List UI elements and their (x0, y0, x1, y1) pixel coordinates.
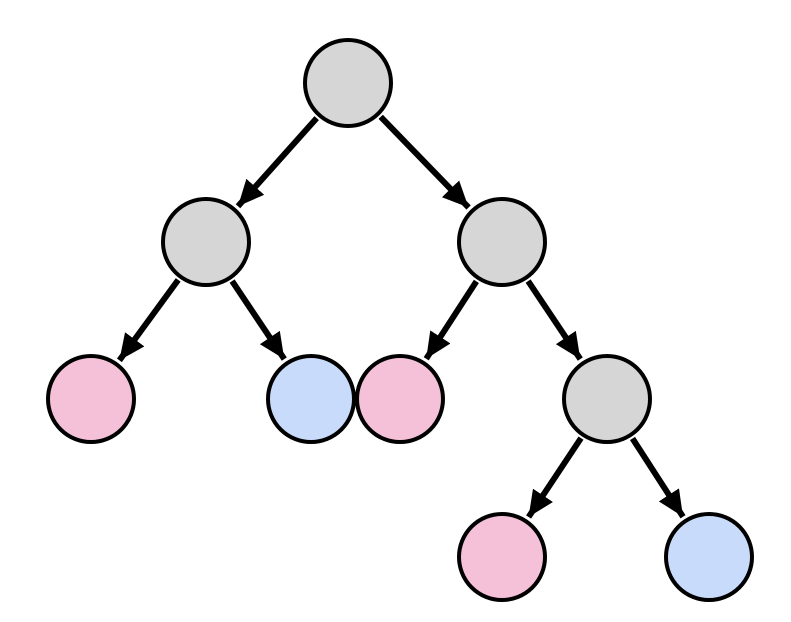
edge-arrow-n6-n7 (526, 436, 584, 519)
edge-arrow-n2-n5 (423, 279, 479, 361)
edge-arrow-n1-n3 (116, 278, 181, 363)
tree-node-internal-n6 (562, 354, 652, 444)
edge-arrow-n6-n8 (629, 436, 686, 519)
edge-arrow-n2-n6 (525, 279, 583, 361)
edge-arrow-n1-n4 (229, 279, 287, 361)
tree-node-internal-n2 (457, 197, 547, 287)
tree-node-leaf-n8 (664, 512, 754, 602)
edge-arrow-n0-n1 (235, 116, 319, 209)
nodes-layer (46, 38, 754, 602)
tree-node-leaf-n3 (46, 354, 136, 444)
tree-node-leaf-n5 (355, 354, 445, 444)
tree-node-internal-n0 (303, 38, 393, 128)
edges-layer (116, 114, 686, 519)
tree-node-leaf-n7 (457, 512, 547, 602)
edge-arrow-n0-n2 (378, 114, 471, 210)
tree-node-internal-n1 (161, 197, 251, 287)
tree-node-leaf-n4 (266, 354, 356, 444)
